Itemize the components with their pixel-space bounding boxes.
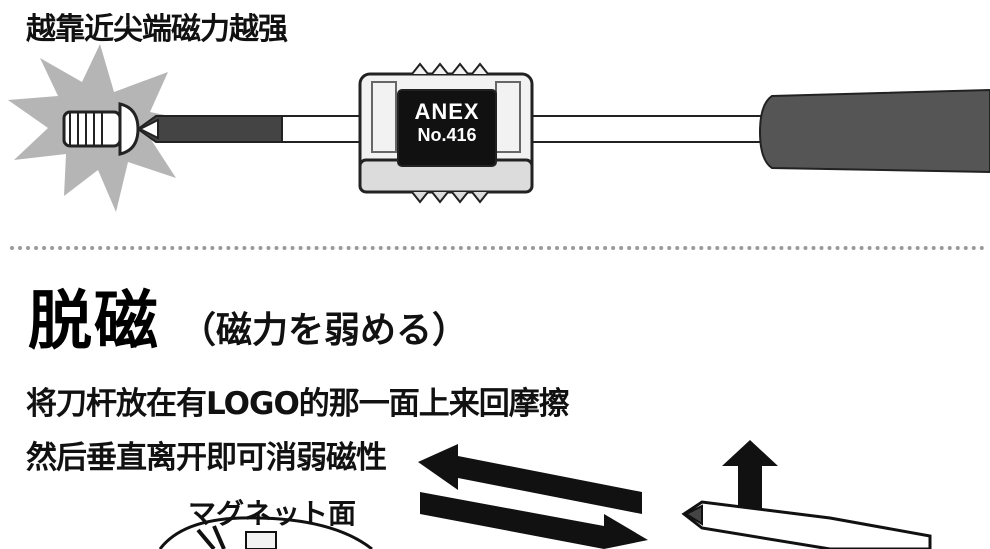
magnet-face-label: マグネット面 — [188, 497, 357, 530]
arrow-left-icon — [418, 444, 642, 514]
screw-icon — [62, 102, 140, 156]
demag-instruction-2: 然后垂直离开即可消弱磁性 — [26, 440, 387, 476]
arrow-up-icon — [722, 440, 778, 520]
anex-logo: ANEX No.416 — [398, 100, 496, 146]
screwdriver-handle — [758, 88, 990, 174]
magnetizer-block — [358, 62, 534, 204]
magnet-strength-caption: 越靠近尖端磁力越强 — [26, 12, 288, 47]
magnet-face-circle — [158, 516, 373, 549]
section-divider — [10, 246, 985, 250]
arrow-right-icon — [420, 492, 648, 549]
demag-title: 脱磁 — [28, 285, 160, 359]
bottom-screwdriver-tip — [681, 500, 932, 549]
screwdriver-shaft — [136, 115, 767, 143]
logo-brand: ANEX — [414, 99, 480, 124]
logo-model: No.416 — [417, 125, 477, 145]
demag-subtitle: （磁力を弱める） — [180, 310, 469, 351]
demag-instruction-1: 将刀杆放在有LOGO的那一面上来回摩擦 — [26, 386, 570, 422]
rub-direction-arrows — [418, 444, 648, 549]
